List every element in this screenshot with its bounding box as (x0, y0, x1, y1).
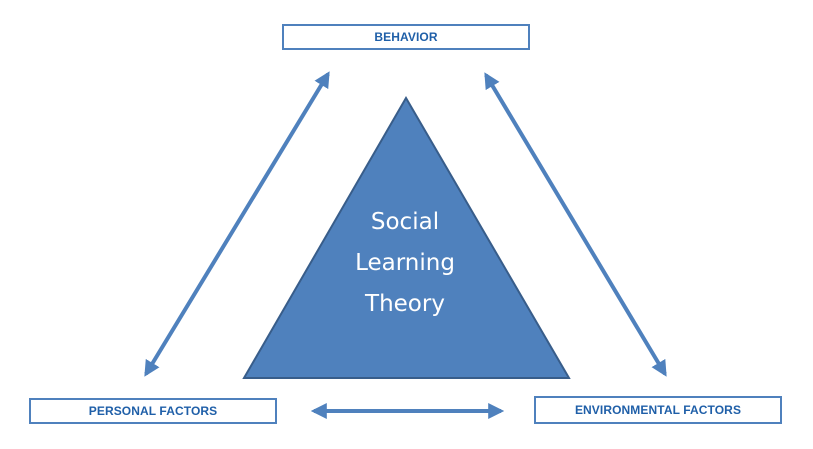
triangle-label-line-2: Learning (355, 250, 455, 276)
personal-factors-label: PERSONAL FACTORS (88, 404, 218, 418)
personal-factors-box: PERSONAL FACTORS (29, 398, 277, 424)
triangle-label: Social Learning Theory (305, 202, 505, 325)
environmental-factors-label: ENVIRONMENTAL FACTORS (574, 403, 742, 417)
environmental-factors-box: ENVIRONMENTAL FACTORS (534, 396, 782, 424)
triangle-label-line-1: Social (370, 209, 440, 235)
triangle-label-line-3: Theory (365, 291, 445, 317)
behavior-label: BEHAVIOR (374, 30, 438, 44)
arrow-behavior-environmental (484, 72, 667, 377)
behavior-box: BEHAVIOR (282, 24, 530, 50)
arrow-personal-behavior (144, 71, 330, 377)
